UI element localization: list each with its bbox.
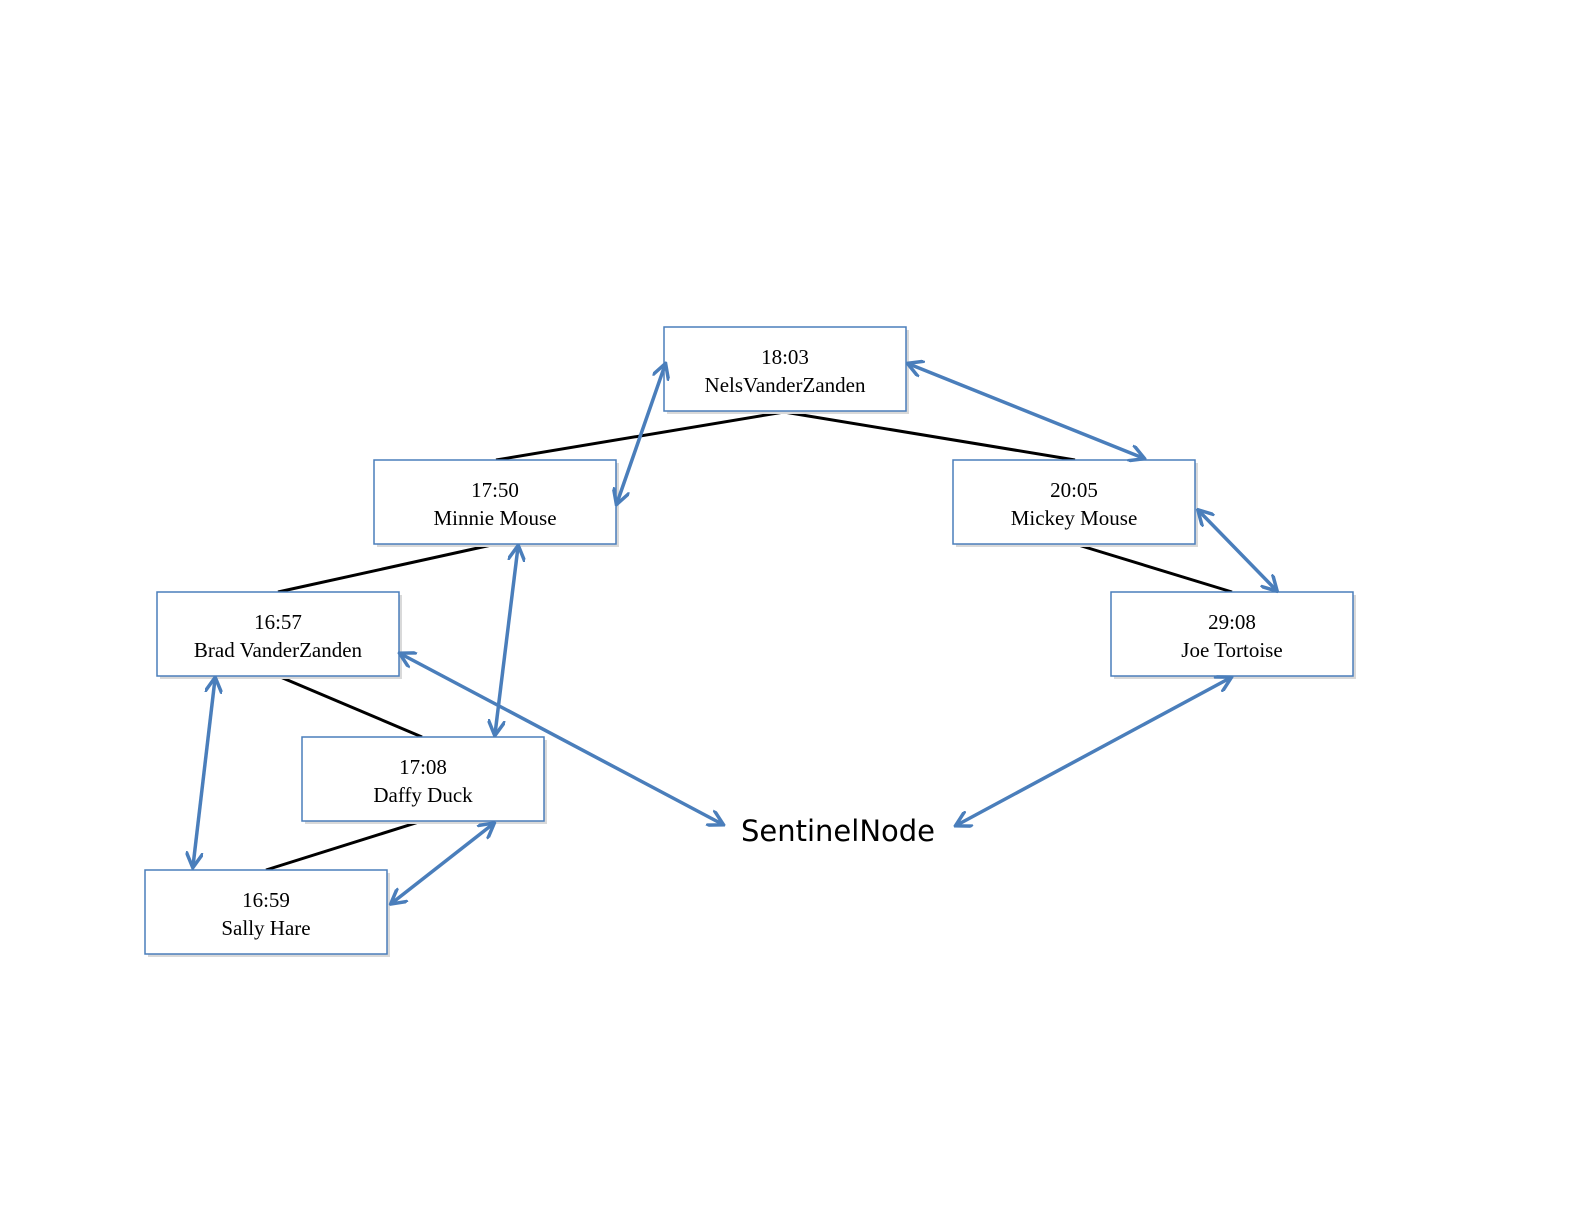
link-arrow-joe-sentinel <box>957 678 1230 825</box>
node-time: 16:59 <box>242 888 290 912</box>
link-arrow-mickey-joe <box>1199 511 1276 590</box>
node-box <box>156 591 400 677</box>
link-arrow-brad-sentinel <box>401 654 722 824</box>
link-arrow-brad-sally <box>193 679 215 866</box>
node-sally: 16:59 Sally Hare <box>144 869 390 957</box>
node-box <box>952 459 1196 545</box>
node-name: Brad VanderZanden <box>194 638 363 662</box>
node-box <box>144 869 388 955</box>
node-time: 17:50 <box>471 478 519 502</box>
node-box <box>1110 591 1354 677</box>
node-name: Mickey Mouse <box>1011 506 1138 530</box>
node-brad: 16:57 Brad VanderZanden <box>156 591 402 679</box>
sentinel-node-label: SentinelNode <box>741 814 935 848</box>
link-arrow-sally-daffy <box>392 824 493 903</box>
node-box <box>373 459 617 545</box>
tree-edge-minnie-brad <box>277 542 497 594</box>
list-links <box>193 364 1276 903</box>
node-minnie: 17:50 Minnie Mouse <box>373 459 619 547</box>
link-arrow-minnie-nels <box>617 365 665 503</box>
link-arrow-nels-mickey <box>909 364 1143 458</box>
node-name: Joe Tortoise <box>1181 638 1282 662</box>
tree-edge-mickey-joe <box>1074 542 1233 594</box>
link-arrow-minnie-daffy <box>495 547 518 734</box>
node-time: 16:57 <box>254 610 302 634</box>
tree-edge-brad-daffy <box>277 674 423 739</box>
node-name: NelsVanderZanden <box>705 373 866 397</box>
node-nels: 18:03 NelsVanderZanden <box>663 326 909 414</box>
node-name: Daffy Duck <box>373 783 473 807</box>
node-mickey: 20:05 Mickey Mouse <box>952 459 1198 547</box>
node-time: 20:05 <box>1050 478 1098 502</box>
tree-edge-nels-mickey <box>783 410 1076 462</box>
node-daffy: 17:08 Daffy Duck <box>301 736 547 824</box>
tree-edge-daffy-sally <box>265 819 423 872</box>
node-box <box>663 326 907 412</box>
node-joe: 29:08 Joe Tortoise <box>1110 591 1356 679</box>
node-box <box>301 736 545 822</box>
node-name: Sally Hare <box>221 916 310 940</box>
node-name: Minnie Mouse <box>433 506 556 530</box>
node-time: 29:08 <box>1208 610 1256 634</box>
node-time: 17:08 <box>399 755 447 779</box>
node-time: 18:03 <box>761 345 809 369</box>
